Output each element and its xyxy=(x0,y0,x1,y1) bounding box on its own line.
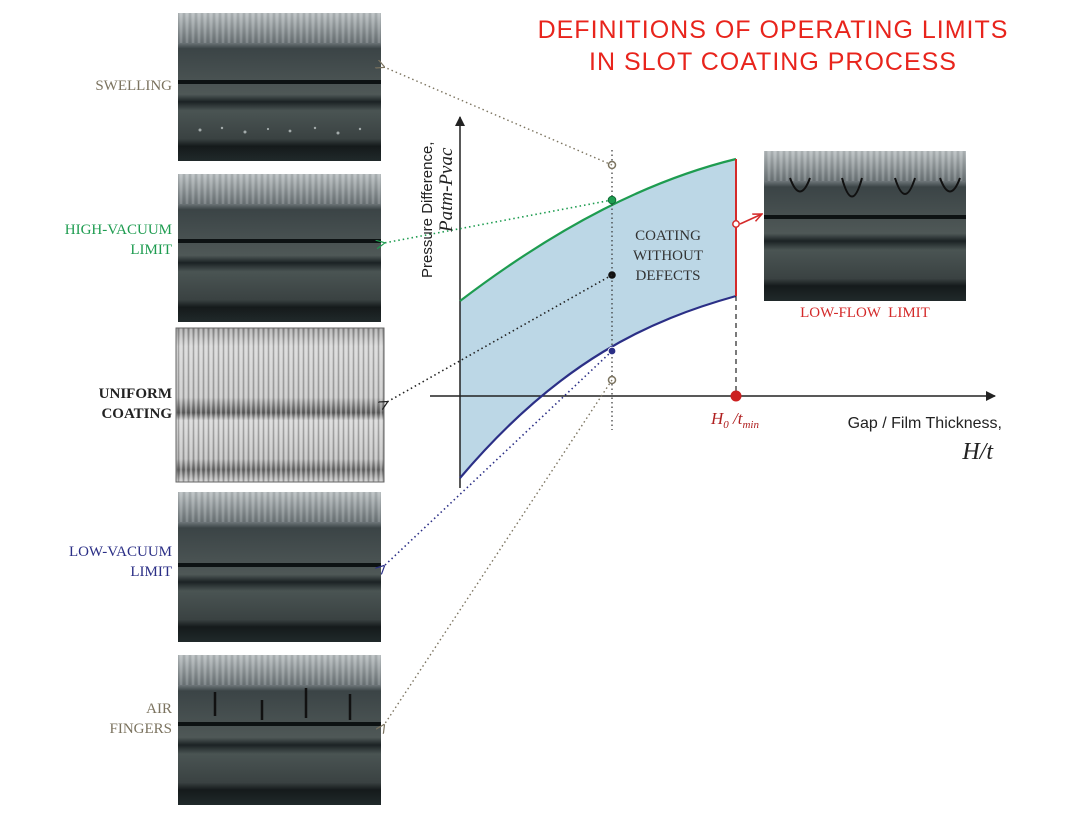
diagram-title-line2: IN SLOT COATING PROCESS xyxy=(589,48,957,76)
x-axis-label-line2: H/t xyxy=(961,439,994,465)
coating-window-region xyxy=(460,159,736,478)
label-high-vacuum-line2: LIMIT xyxy=(130,242,172,258)
label-uniform-line2: COATING xyxy=(101,406,172,422)
low-vacuum-curve xyxy=(459,294,737,479)
limit-labels: SWELLING HIGH-VACUUM LIMIT UNIFORM COATING LO… xyxy=(65,78,173,737)
air-fingers-connector xyxy=(384,379,613,725)
diagram-title-line1: DEFINITIONS OF OPERATING LIMITS xyxy=(538,16,1009,44)
swelling-connector xyxy=(384,67,613,166)
low-flow-label: LOW-FLOW LIMIT xyxy=(800,305,930,321)
region-label-line3: DEFECTS xyxy=(635,268,700,284)
critical-gap-point xyxy=(730,390,742,402)
photo-low-flow xyxy=(764,151,966,301)
label-low-vacuum-line2: LIMIT xyxy=(130,564,172,580)
photo-high-vacuum xyxy=(178,174,381,322)
x-axis-label-line1: Gap / Film Thickness, xyxy=(848,415,1002,432)
photo-low-vacuum xyxy=(178,492,381,642)
label-low-vacuum-line1: LOW-VACUUM xyxy=(69,544,172,560)
label-uniform-line1: UNIFORM xyxy=(99,386,172,402)
label-swelling-line1: SWELLING xyxy=(95,78,172,94)
photo-swelling xyxy=(178,13,381,161)
photo-air-fingers xyxy=(178,655,381,805)
high-vacuum-curve xyxy=(459,157,737,302)
critical-point-label: H0 /tmin xyxy=(710,409,759,431)
label-air-fingers-line2: FINGERS xyxy=(109,721,172,737)
low-flow-point xyxy=(732,220,740,228)
low-vacuum-connector xyxy=(384,350,613,566)
label-high-vacuum-line1: HIGH-VACUUM xyxy=(65,222,172,238)
y-axis-label-line2: Patm-Pvac xyxy=(436,147,457,233)
region-label-line1: COATING xyxy=(635,228,701,244)
label-air-fingers-line1: AIR xyxy=(146,701,172,717)
low-flow-connector xyxy=(739,214,762,225)
region-label-line2: WITHOUT xyxy=(633,248,703,264)
photo-uniform-coating xyxy=(175,327,385,483)
y-axis-label-line1: Pressure Difference, xyxy=(419,142,436,278)
